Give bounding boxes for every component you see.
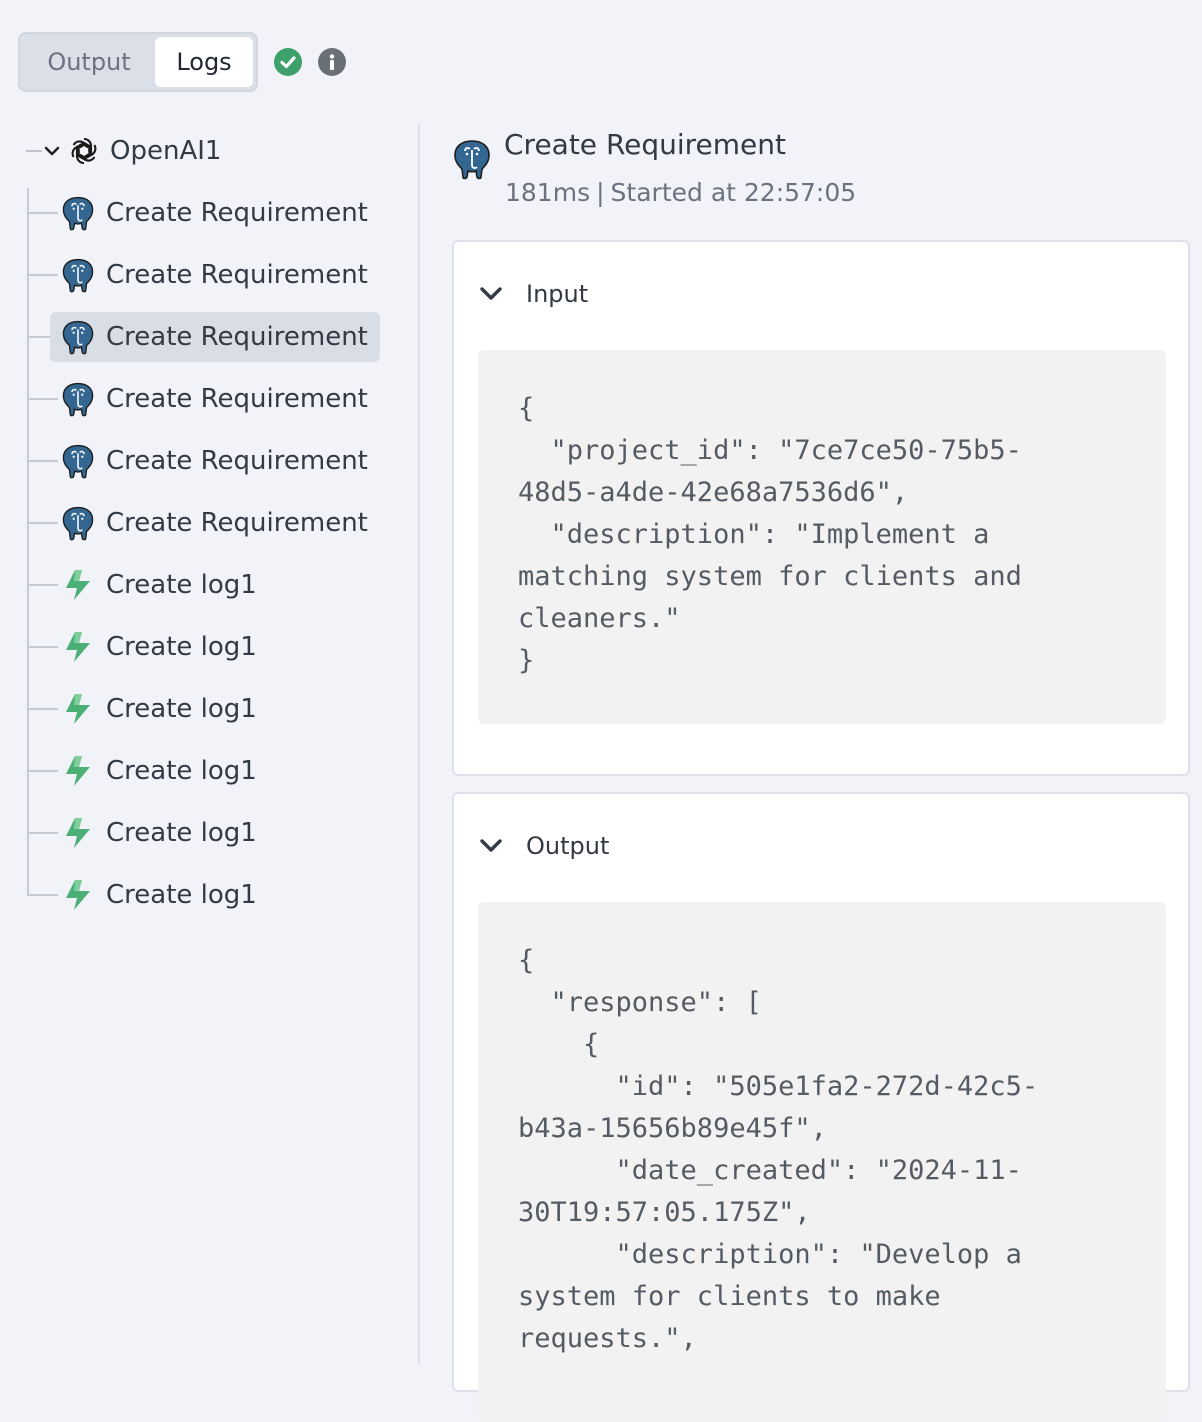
postgres-icon	[62, 258, 94, 293]
tree-connector	[28, 584, 58, 586]
chevron-down-icon[interactable]	[42, 145, 62, 157]
flash-icon	[66, 632, 90, 662]
tree-item-label: Create log1	[106, 818, 257, 848]
postgres-icon	[62, 196, 94, 231]
flash-icon	[66, 570, 90, 600]
tree-item[interactable]: Create Requirement	[28, 250, 380, 300]
output-json: { "response": [ { "id": "505e1fa2-272d-4…	[518, 945, 1039, 1354]
tree-root-label: OpenAI1	[110, 136, 222, 166]
output-logs-toggle: Output Logs	[18, 32, 258, 92]
tree-item[interactable]: Create Requirement	[28, 374, 380, 424]
postgres-icon	[62, 382, 94, 417]
tree-item-label: Create log1	[106, 632, 257, 662]
tree-item[interactable]: Create Requirement	[28, 498, 380, 548]
output-panel-label: Output	[526, 832, 610, 860]
tree-item-button[interactable]: Create Requirement	[50, 436, 380, 486]
tree-item-label: Create Requirement	[106, 322, 368, 352]
output-panel-header[interactable]: Output	[478, 832, 609, 860]
tree-connector	[28, 460, 58, 462]
tree-item-button[interactable]: Create log1	[50, 560, 269, 610]
tree-root-node[interactable]: OpenAI1	[26, 128, 221, 174]
tree-item[interactable]: Create Requirement	[28, 188, 380, 238]
tree-item[interactable]: Create log1	[28, 560, 269, 610]
flash-icon	[66, 880, 90, 910]
pane-divider[interactable]	[418, 124, 420, 1364]
postgres-icon	[62, 444, 94, 479]
flash-icon	[66, 756, 90, 786]
tree-item-button[interactable]: Create Requirement	[50, 188, 380, 238]
success-check-icon	[274, 48, 302, 76]
tree-connector	[26, 150, 42, 152]
input-panel-header[interactable]: Input	[478, 280, 588, 308]
tree-item-button[interactable]: Create log1	[50, 746, 269, 796]
tree-connector	[28, 832, 58, 834]
flash-icon	[66, 818, 90, 848]
started-text: Started at 22:57:05	[610, 178, 857, 207]
input-code-block[interactable]: { "project_id": "7ce7ce50-75b5- 48d5-a4d…	[478, 350, 1166, 724]
tree-item[interactable]: Create log1	[28, 622, 269, 672]
tree-item[interactable]: Create log1	[28, 870, 269, 920]
output-panel: Output { "response": [ { "id": "505e1fa2…	[452, 792, 1190, 1422]
tree-item-label: Create log1	[106, 756, 257, 786]
tree-item[interactable]: Create log1	[28, 746, 269, 796]
tree-item-label: Create log1	[106, 570, 257, 600]
postgres-icon	[454, 140, 490, 180]
tree-connector	[28, 522, 58, 524]
postgres-icon	[62, 506, 94, 541]
tree-item-label: Create Requirement	[106, 198, 368, 228]
tree-item[interactable]: Create Requirement	[28, 436, 380, 486]
openai-icon	[69, 137, 99, 165]
tree-item-button[interactable]: Create Requirement	[50, 250, 380, 300]
tree-connector	[28, 336, 58, 338]
tree-item-button[interactable]: Create Requirement	[50, 374, 380, 424]
input-panel: Input { "project_id": "7ce7ce50-75b5- 48…	[452, 240, 1190, 776]
duration-text: 181ms	[505, 178, 591, 207]
tree-connector	[28, 708, 58, 710]
tree-item-button[interactable]: Create log1	[50, 808, 269, 858]
tree-item-button[interactable]: Create Requirement	[50, 498, 380, 548]
output-code-block[interactable]: { "response": [ { "id": "505e1fa2-272d-4…	[478, 902, 1166, 1422]
tree-item-button[interactable]: Create log1	[50, 870, 269, 920]
detail-title: Create Requirement	[504, 128, 787, 161]
input-panel-label: Input	[526, 280, 589, 308]
flash-icon	[66, 694, 90, 724]
chevron-down-icon[interactable]	[478, 284, 504, 304]
tree-item[interactable]: Create Requirement	[28, 312, 380, 362]
tree-item-label: Create Requirement	[106, 508, 368, 538]
tree-connector	[28, 646, 58, 648]
tree-connector	[28, 398, 58, 400]
tree-connector	[28, 770, 58, 772]
tree-item-label: Create log1	[106, 694, 257, 724]
chevron-down-icon[interactable]	[478, 836, 504, 856]
tree-item-button[interactable]: Create log1	[50, 684, 269, 734]
input-json: { "project_id": "7ce7ce50-75b5- 48d5-a4d…	[518, 393, 1022, 676]
logs-tab[interactable]: Logs	[155, 37, 253, 87]
output-tab[interactable]: Output	[47, 48, 131, 76]
tree-line	[27, 188, 29, 896]
tree-item-label: Create Requirement	[106, 384, 368, 414]
tree-item[interactable]: Create log1	[28, 684, 269, 734]
tree-item-label: Create Requirement	[106, 260, 368, 290]
tree-item-label: Create Requirement	[106, 446, 368, 476]
tree-item-button[interactable]: Create log1	[50, 622, 269, 672]
tree-connector	[28, 894, 58, 896]
tree-connector	[28, 212, 58, 214]
tree-item[interactable]: Create log1	[28, 808, 269, 858]
detail-meta: 181ms|Started at 22:57:05	[505, 178, 856, 207]
meta-separator: |	[596, 178, 605, 207]
tree-item-button[interactable]: Create Requirement	[50, 312, 380, 362]
postgres-icon	[62, 320, 94, 355]
tree-connector	[28, 274, 58, 276]
info-icon[interactable]	[318, 48, 346, 76]
tree-item-label: Create log1	[106, 880, 257, 910]
